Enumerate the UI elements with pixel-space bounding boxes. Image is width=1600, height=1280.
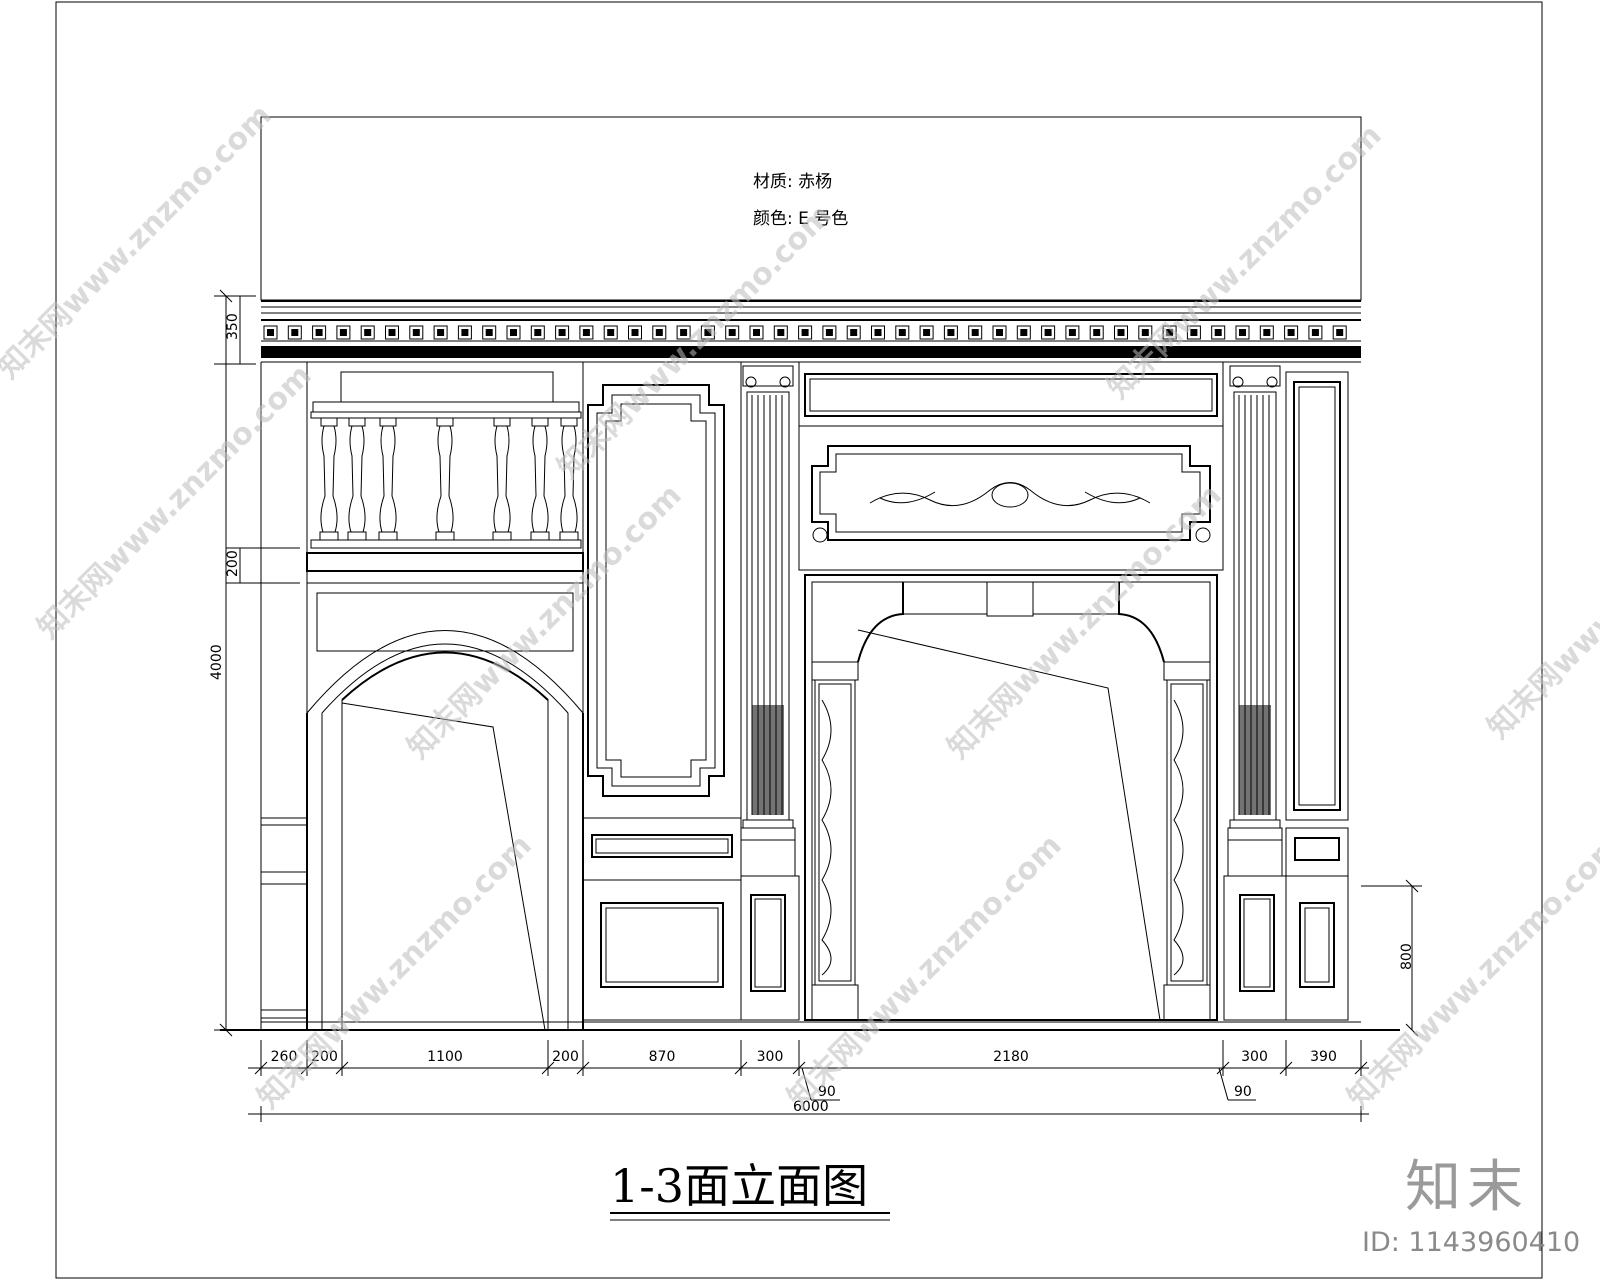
dim-total-6000: 6000 (793, 1099, 829, 1115)
dim-label: 870 (649, 1049, 676, 1065)
dim-label: 2180 (993, 1049, 1029, 1065)
svg-text:知末网www.znzmo.com: 知末网www.znzmo.com (781, 828, 1069, 1116)
dim-label: 260 (271, 1049, 298, 1065)
brand-id: ID: 1143960410 (1362, 1227, 1581, 1258)
svg-text:知末网www.znzmo.com: 知末网www.znzmo.com (251, 828, 539, 1116)
color-note: 颜色: E 号色 (753, 209, 848, 229)
dim-label: 200 (311, 1049, 338, 1065)
dim-height-4000: 4000 (209, 644, 225, 680)
dado-dimension (1361, 879, 1422, 1037)
dim-cornice-350: 350 (225, 313, 241, 340)
horizontal-dimensions (248, 1040, 1369, 1122)
dim-label: 390 (1310, 1049, 1337, 1065)
material-note: 材质: 赤杨 (753, 172, 832, 192)
left-pilaster (740, 365, 800, 1021)
left-arch (306, 592, 584, 1031)
balustrade (306, 371, 584, 584)
drawing-title: 1-3面立面图 (610, 1159, 869, 1213)
vertical-dimensions (214, 289, 300, 1037)
dim-label: 1100 (427, 1049, 463, 1065)
cornice (261, 300, 1361, 363)
dim-label: 300 (1241, 1049, 1268, 1065)
svg-text:知末网www.znzmo.com: 知末网www.znzmo.com (31, 358, 319, 646)
central-opening (804, 574, 1218, 1021)
dim-rail-200: 200 (225, 550, 241, 577)
tall-panel (582, 361, 742, 1021)
svg-text:知末网www.znzmo.com: 知末网www.znzmo.com (1481, 458, 1600, 746)
svg-text:知末网www.znzmo.com: 知末网www.znzmo.com (1101, 118, 1389, 406)
svg-text:知末网www.znzmo.com: 知末网www.znzmo.com (0, 98, 279, 386)
sheet-frame (55, 1, 1543, 1279)
svg-text:知末网www.znzmo.com: 知末网www.znzmo.com (401, 478, 689, 766)
svg-text:知末网www.znzmo.com: 知末网www.znzmo.com (1341, 828, 1600, 1116)
right-pilaster (1223, 365, 1287, 1021)
dim-label: 200 (552, 1049, 579, 1065)
svg-text:知末网www.znzmo.com: 知末网www.znzmo.com (551, 198, 839, 486)
dim-label: 300 (757, 1049, 784, 1065)
left-wall-strip (260, 362, 308, 1030)
brand-logo: 知末 (1405, 1155, 1529, 1220)
svg-text:知末网www.znzmo.com: 知末网www.znzmo.com (941, 478, 1229, 766)
watermarks: 知末网www.znzmo.com 知末网www.znzmo.com 知末网www… (0, 98, 1600, 1116)
dim-left-90: 90 (818, 1084, 836, 1100)
dim-right-90: 90 (1234, 1084, 1252, 1100)
right-wall-panels (1285, 371, 1349, 1021)
dim-dado-800: 800 (1399, 943, 1415, 970)
transom (798, 361, 1224, 571)
